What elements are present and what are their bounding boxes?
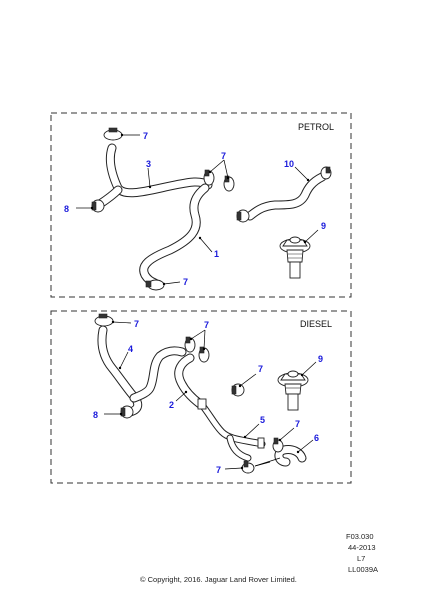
copyright-notice: © Copyright, 2016. Jaguar Land Rover Lim… [140, 575, 297, 584]
callout-petrol-thermostat: 9 [321, 221, 326, 231]
clip-petrol-10-bottom [236, 209, 250, 223]
clip-diesel-top [94, 313, 114, 327]
clip-diesel-right-lower [272, 437, 284, 453]
petrol-panel-frame [50, 112, 352, 298]
callout-petrol-clips-right: 7 [221, 151, 226, 161]
callout-petrol-hose-10: 10 [284, 159, 294, 169]
callout-diesel-thermostat: 9 [318, 354, 323, 364]
hose-1 [139, 183, 210, 288]
ref-code: LL0039A [348, 565, 378, 574]
callout-diesel-clip-top: 7 [134, 319, 139, 329]
callout-diesel-clip-bottom: 7 [216, 465, 221, 475]
callout-petrol-clip-bottom: 7 [183, 277, 188, 287]
thermostat-diesel [277, 370, 309, 411]
ref-date: 44-2013 [348, 543, 376, 552]
hose-4 [97, 325, 187, 417]
hose-10 [245, 172, 327, 221]
callout-petrol-hose-1: 1 [214, 249, 219, 259]
clip-petrol-left [91, 199, 105, 213]
hose-3 [95, 143, 213, 209]
clip-petrol-10-top [320, 166, 332, 180]
callout-petrol-clip-left: 8 [64, 204, 69, 214]
clip-petrol-right-a [203, 169, 215, 186]
thermostat-petrol [279, 236, 311, 279]
diesel-section-label: DIESEL [300, 319, 332, 329]
petrol-section-label: PETROL [298, 122, 334, 132]
callout-diesel-hose-6: 6 [314, 433, 319, 443]
clip-petrol-bottom [145, 279, 165, 291]
callout-diesel-clip-mid: 7 [258, 364, 263, 374]
petrol-panel: PETROL [50, 112, 352, 298]
reference-block: F03.030 44-2013 L7 LL0039A [346, 532, 378, 574]
clip-diesel-left [120, 405, 134, 419]
pipe-5 [197, 398, 266, 462]
hose-6 [274, 445, 307, 467]
callout-diesel-hose-4: 4 [128, 344, 133, 354]
clip-diesel-bottom [241, 460, 255, 474]
ref-level: L7 [357, 554, 365, 563]
callout-petrol-hose-3: 3 [146, 159, 151, 169]
clip-diesel-right-a [184, 336, 196, 353]
callout-diesel-pipe-5: 5 [260, 415, 265, 425]
callout-diesel-clips-right: 7 [204, 320, 209, 330]
ref-figure: F03.030 [346, 532, 374, 541]
callout-petrol-clip-top: 7 [143, 131, 148, 141]
callout-diesel-clip-right-lower: 7 [295, 419, 300, 429]
diesel-panel-frame [50, 310, 352, 484]
clip-petrol-right-b [223, 175, 235, 192]
callout-diesel-clip-left: 8 [93, 410, 98, 420]
callout-diesel-hose-2: 2 [169, 400, 174, 410]
clip-petrol-top [103, 127, 123, 141]
clip-diesel-mid [231, 383, 245, 397]
diesel-panel: DIESEL [50, 310, 352, 484]
hose-2 [174, 353, 205, 409]
